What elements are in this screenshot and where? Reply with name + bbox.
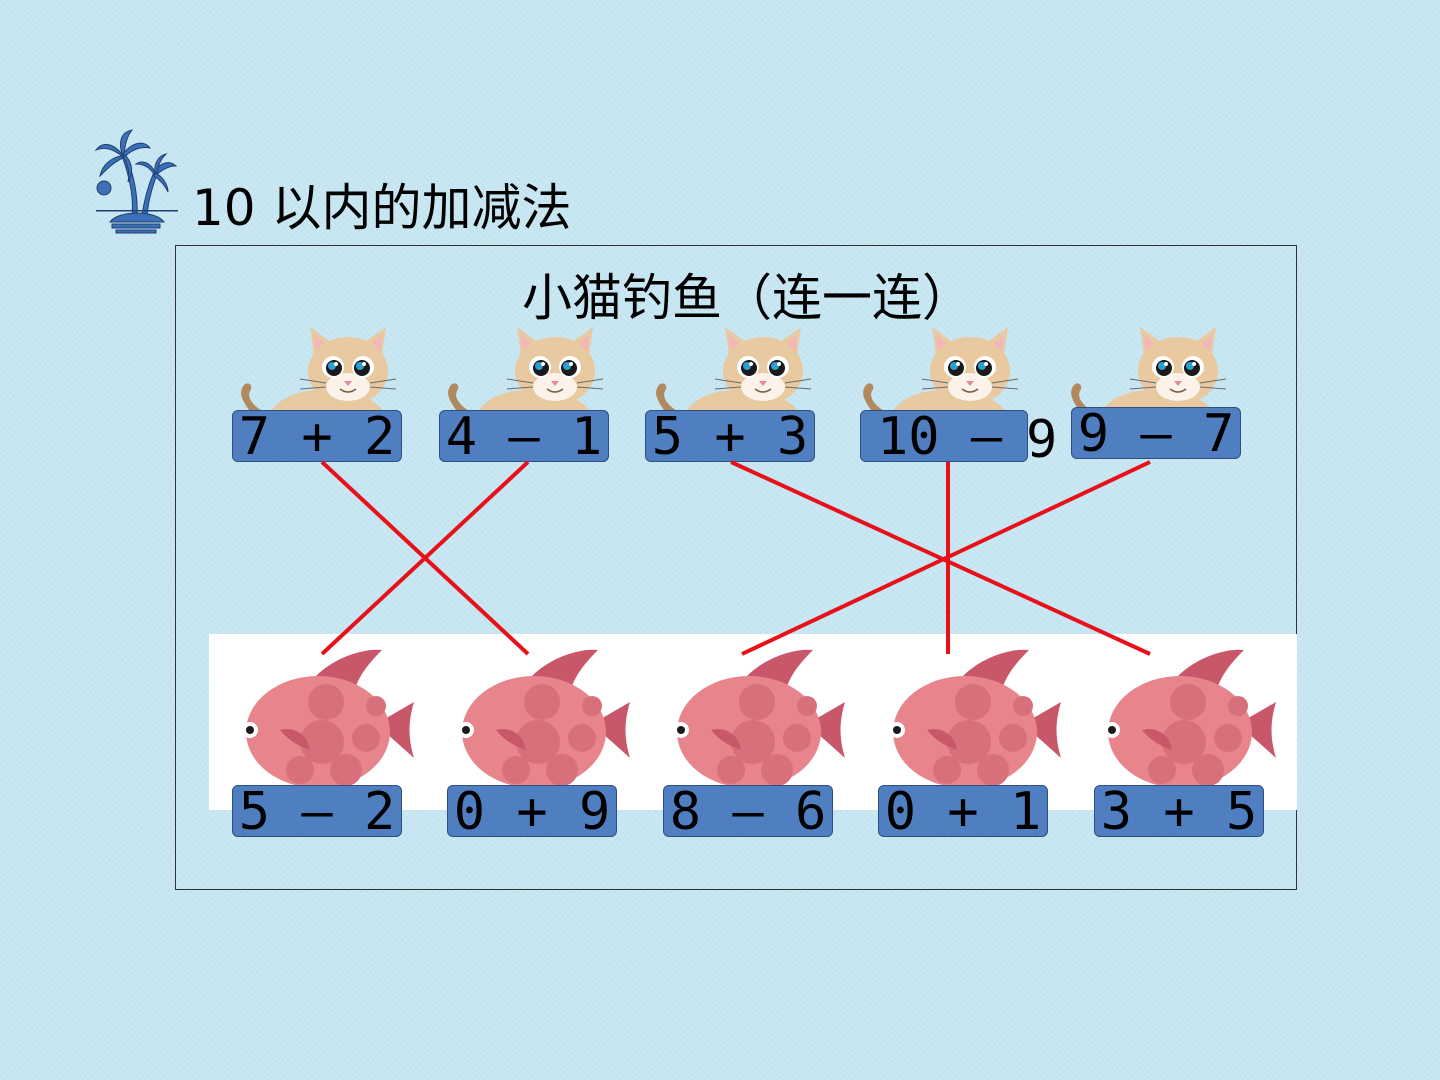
fish-label-2[interactable]: 0 + 9 <box>447 785 617 838</box>
cat-label-5[interactable]: 9 – 7 <box>1071 407 1241 460</box>
fish-icon <box>673 649 845 788</box>
cat-label-2[interactable]: 4 – 1 <box>439 410 609 463</box>
cat-label-1[interactable]: 7 + 2 <box>232 410 402 463</box>
activity-frame <box>175 245 1297 890</box>
cat-icon <box>656 327 812 420</box>
fish-label-3[interactable]: 8 – 6 <box>663 785 833 838</box>
cat-label-3[interactable]: 5 + 3 <box>645 410 815 463</box>
fish-label-1[interactable]: 5 – 2 <box>232 785 402 838</box>
fish-label-4[interactable]: 0 + 1 <box>878 785 1048 838</box>
palm-island-icon <box>94 129 178 234</box>
fish-icon <box>1104 649 1276 788</box>
fish-label-5[interactable]: 3 + 5 <box>1094 785 1264 838</box>
cat-label-4-overflow-digit: 9 <box>1026 410 1058 470</box>
fish-icon <box>889 649 1061 788</box>
cat-icon <box>448 327 604 420</box>
cat-label-4[interactable]: 10 – <box>860 410 1028 463</box>
page-title: 10 以内的加减法 <box>192 179 572 237</box>
activity-title: 小猫钓鱼（连一连） <box>522 269 972 327</box>
cat-icon <box>241 327 397 420</box>
cat-icon <box>863 327 1019 420</box>
fish-icon <box>242 649 414 788</box>
fish-icon <box>458 649 630 788</box>
cat-icon <box>1071 327 1227 420</box>
